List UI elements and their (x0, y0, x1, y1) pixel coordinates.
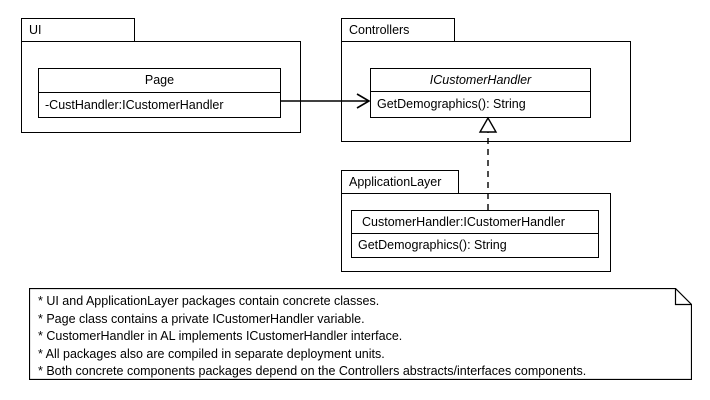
class-box-customerhandler[interactable]: CustomerHandler:ICustomerHandler GetDemo… (351, 210, 599, 258)
interface-box-icustomerhandler[interactable]: ICustomerHandler GetDemographics(): Stri… (370, 68, 591, 118)
diagram-note: * UI and ApplicationLayer packages conta… (29, 288, 692, 380)
note-line-4: * All packages also are compiled in sepa… (38, 346, 385, 361)
class-name-page: Page (39, 69, 280, 93)
package-tab-ui[interactable]: UI (21, 18, 135, 42)
package-label-ui: UI (29, 23, 42, 37)
note-shape (29, 288, 692, 380)
note-line-5: * Both concrete components packages depe… (38, 364, 587, 379)
note-line-1: * UI and ApplicationLayer packages conta… (38, 294, 380, 308)
note-text-block: * UI and ApplicationLayer packages conta… (38, 293, 586, 381)
note-line-2: * Page class contains a private ICustome… (38, 311, 365, 326)
class-box-page[interactable]: Page -CustHandler:ICustomerHandler (38, 68, 281, 118)
class-attribute-page-custhandler: -CustHandler:ICustomerHandler (45, 98, 224, 112)
class-method-getdemographics: GetDemographics(): String (358, 238, 507, 252)
package-tab-controllers[interactable]: Controllers (341, 18, 455, 42)
class-name-customerhandler: CustomerHandler:ICustomerHandler (352, 211, 598, 234)
interface-method-getdemographics: GetDemographics(): String (377, 97, 526, 111)
interface-name-icustomerhandler: ICustomerHandler (371, 69, 590, 92)
package-label-applicationlayer: ApplicationLayer (349, 175, 442, 189)
package-tab-applicationlayer[interactable]: ApplicationLayer (341, 170, 459, 194)
package-label-controllers: Controllers (349, 23, 410, 37)
note-line-3: * CustomerHandler in AL implements ICust… (38, 329, 403, 344)
